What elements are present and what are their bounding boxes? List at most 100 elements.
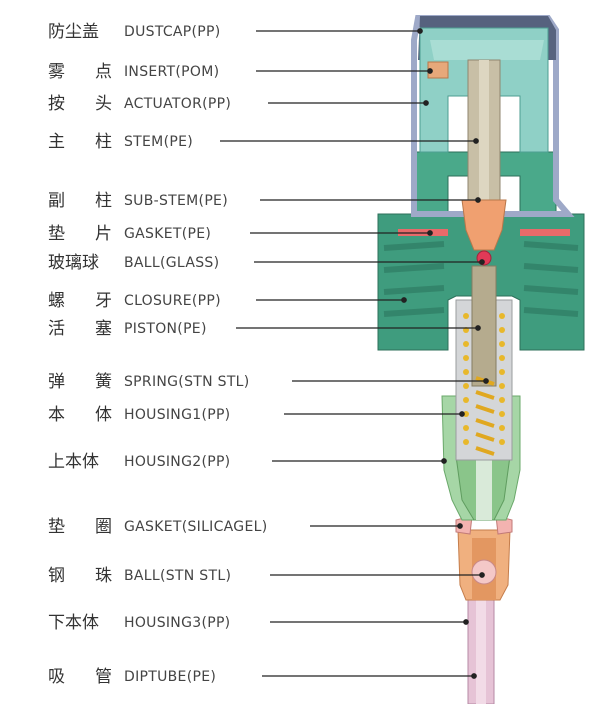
label-char: 雾	[48, 62, 65, 82]
label-char: 簧	[95, 372, 112, 392]
closure-threads	[383, 241, 579, 317]
label-en: DIPTUBE(PE)	[124, 669, 217, 685]
spring-wire	[475, 404, 495, 414]
label-steel-ball: 钢珠 BALL(STN STL)	[0, 564, 400, 588]
label-en: STEM(PE)	[124, 134, 193, 150]
label-piston: 活塞 PISTON(PE)	[0, 317, 400, 341]
label-insert: 雾点 INSERT(POM)	[0, 60, 400, 84]
label-en: GASKET(SILICAGEL)	[124, 519, 268, 535]
label-char: 弹	[48, 372, 65, 392]
label-en: SUB-STEM(PE)	[124, 193, 228, 209]
label-cn: 主柱	[48, 130, 112, 154]
steel-ball	[471, 559, 497, 585]
label-en: HOUSING1(PP)	[124, 407, 231, 423]
label-char: 柱	[95, 132, 112, 152]
leader-dot	[473, 138, 479, 144]
spring-coil	[499, 341, 505, 347]
label-gasket-pe: 垫片 GASKET(PE)	[0, 222, 400, 246]
leader-dot	[475, 325, 481, 331]
label-en: HOUSING3(PP)	[124, 615, 231, 631]
label-char: 活	[48, 319, 65, 339]
spring-coil	[463, 425, 469, 431]
label-cn: 本体	[48, 403, 112, 427]
label-cn: 活塞	[48, 317, 112, 341]
label-char: 主	[48, 132, 65, 152]
label-char: 螺	[48, 291, 65, 311]
spring-coil	[499, 411, 505, 417]
label-glass-ball: 玻璃球 BALL(GLASS)	[0, 251, 400, 275]
spring-coil	[463, 397, 469, 403]
label-en: CLOSURE(PP)	[124, 293, 221, 309]
label-spring: 弹 簧 SPRING(STN STL)	[0, 370, 400, 394]
label-en: SPRING(STN STL)	[124, 374, 250, 390]
label-char: 本	[48, 405, 65, 425]
stem-channel	[479, 60, 489, 200]
label-char: 塞	[95, 319, 112, 339]
spring-coil	[499, 439, 505, 445]
label-char: 副	[48, 191, 65, 211]
label-en: PISTON(PE)	[124, 321, 207, 337]
leader-dot	[441, 458, 447, 464]
label-en: BALL(STN STL)	[124, 568, 232, 584]
spring-coil	[499, 397, 505, 403]
leader-dot	[459, 411, 465, 417]
label-dustcap: 防尘盖 DUSTCAP(PP)	[0, 20, 400, 44]
leader-dot	[479, 259, 485, 265]
spring-wire	[475, 446, 495, 456]
label-stem: 主柱 STEM(PE)	[0, 130, 400, 154]
label-char: 垫	[48, 224, 65, 244]
spring-coil	[463, 369, 469, 375]
label-cn: 上本体	[48, 452, 99, 472]
leader-dot	[483, 378, 489, 384]
spring-coil	[463, 341, 469, 347]
leader-dot	[463, 619, 469, 625]
label-char: 管	[95, 667, 112, 687]
spring-coil	[463, 355, 469, 361]
label-en: HOUSING2(PP)	[124, 454, 231, 470]
label-char: 垫	[48, 517, 65, 537]
label-en: ACTUATOR(PP)	[124, 96, 232, 112]
label-cn: 钢珠	[48, 564, 112, 588]
leader-dot	[417, 28, 423, 34]
label-housing3: 下本体 HOUSING3(PP)	[0, 611, 400, 635]
label-char: 牙	[95, 291, 112, 311]
label-cn: 防尘盖	[48, 22, 99, 42]
leader-dot	[471, 673, 477, 679]
actuator-cap	[430, 40, 544, 60]
label-char: 体	[95, 405, 112, 425]
spring-wire	[475, 390, 495, 400]
label-diptube: 吸 管 DIPTUBE(PE)	[0, 665, 400, 689]
label-cn: 垫圈	[48, 515, 112, 539]
spring-coil	[499, 313, 505, 319]
leader-lines	[220, 28, 489, 679]
label-en: BALL(GLASS)	[124, 255, 220, 271]
label-housing2: 上本体 HOUSING2(PP)	[0, 450, 400, 474]
label-char: 按	[48, 94, 65, 114]
spring-coil	[499, 355, 505, 361]
leader-dot	[427, 230, 433, 236]
label-closure: 螺牙 CLOSURE(PP)	[0, 289, 400, 313]
label-cn: 玻璃球	[48, 253, 99, 273]
leader-dot	[423, 100, 429, 106]
label-char: 吸	[48, 667, 65, 687]
label-cn: 螺牙	[48, 289, 112, 313]
spring-coil	[463, 439, 469, 445]
label-en: DUSTCAP(PP)	[124, 24, 221, 40]
spring-wire	[475, 418, 495, 428]
label-char: 头	[95, 94, 112, 114]
label-char: 圈	[95, 517, 112, 537]
leader-dot	[427, 68, 433, 74]
spring-part	[463, 313, 505, 456]
label-en: INSERT(POM)	[124, 64, 220, 80]
label-cn: 下本体	[48, 613, 99, 633]
leader-dot	[401, 297, 407, 303]
label-cn: 副柱	[48, 189, 112, 213]
spring-coil	[463, 411, 469, 417]
spring-coil	[463, 383, 469, 389]
housing-core	[476, 460, 492, 520]
label-actuator: 按头 ACTUATOR(PP)	[0, 92, 400, 116]
label-substem: 副柱 SUB-STEM(PE)	[0, 189, 400, 213]
label-cn: 按头	[48, 92, 112, 116]
